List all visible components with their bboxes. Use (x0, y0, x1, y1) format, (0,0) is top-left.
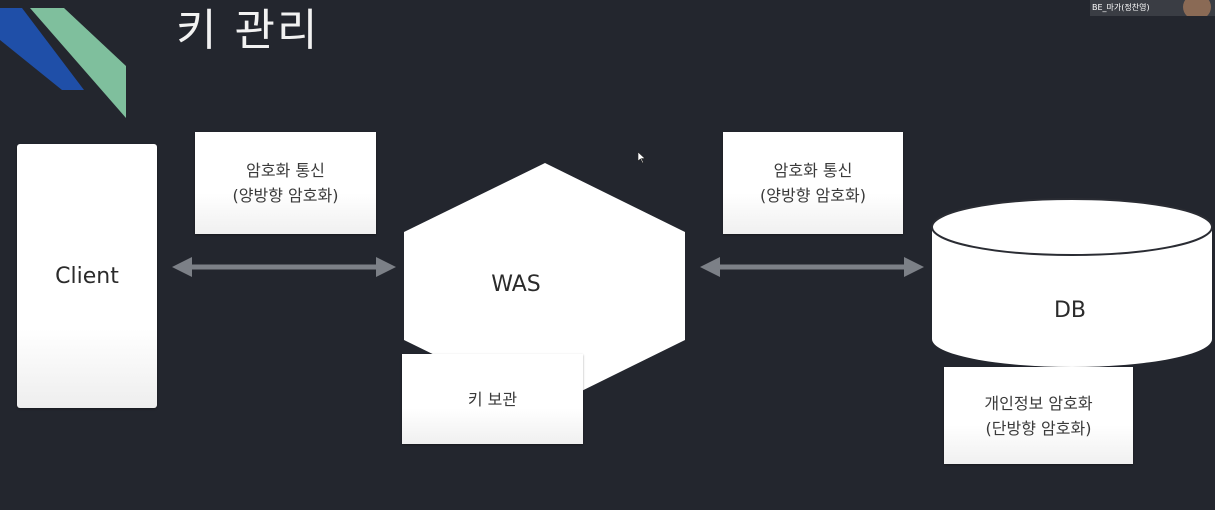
deco-blue-stripe (0, 8, 84, 90)
key-storage-label: 키 보관 (402, 354, 583, 444)
corner-decoration (0, 8, 126, 118)
db-label: DB (1053, 298, 1087, 323)
client-label: Client (55, 263, 119, 289)
was-label: WAS (491, 272, 541, 297)
slide-title: 키 관리 (176, 5, 320, 56)
deco-teal-stripe (30, 8, 126, 118)
was-db-encryption-label: 암호화 통신 (양방향 암호화) (723, 132, 903, 234)
db-cylinder (931, 198, 1213, 367)
client-node: Client (17, 144, 157, 408)
participant-avatar (1183, 0, 1211, 16)
webcam-thumbnail: BE_마가(정찬영) (1090, 0, 1215, 16)
mouse-cursor-icon (638, 152, 646, 164)
db-encryption-label: 개인정보 암호화 (단방향 암호화) (944, 367, 1133, 464)
was-hexagon (404, 163, 685, 409)
client-was-encryption-label: 암호화 통신 (양방향 암호화) (195, 132, 376, 234)
participant-name: BE_마가(정찬영) (1092, 3, 1150, 12)
